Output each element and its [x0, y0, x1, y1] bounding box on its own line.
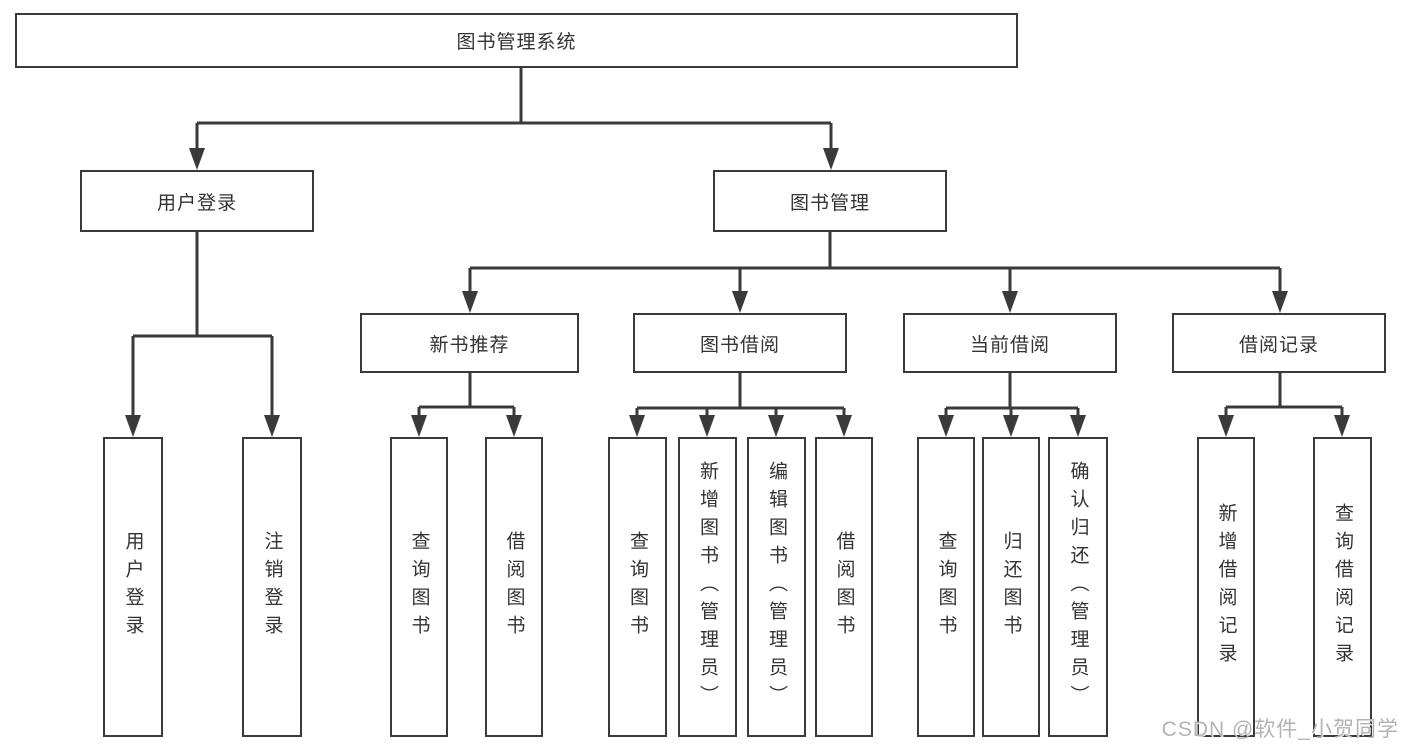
watermark: CSDN @软件_小贺同学: [1161, 718, 1399, 741]
arrowhead: [823, 148, 839, 170]
tree-edges: [131, 68, 1344, 419]
arrowhead: [768, 415, 784, 437]
leaf-recommend-borrow-books: 借阅图书: [485, 437, 543, 737]
arrowhead: [1003, 415, 1019, 437]
leaf-records-add-borrow-record: 新增借阅记录: [1197, 437, 1255, 737]
arrowhead: [264, 415, 280, 437]
node-book-management: 图书管理: [713, 170, 947, 232]
node-library-system: 图书管理系统: [15, 13, 1018, 68]
node-current-borrowing: 当前借阅: [903, 313, 1117, 373]
arrowhead: [411, 415, 427, 437]
arrowhead: [732, 291, 748, 313]
leaf-borrowing-edit-books-admin: 编辑图书（管理员）: [747, 437, 806, 737]
node-user-login: 用户登录: [80, 170, 314, 232]
node-new-book-recommend: 新书推荐: [360, 313, 579, 373]
leaf-user-login: 用户登录: [103, 437, 163, 737]
leaf-current-return-books: 归还图书: [982, 437, 1040, 737]
node-book-borrowing: 图书借阅: [633, 313, 847, 373]
arrowhead: [462, 291, 478, 313]
leaf-borrowing-borrow-books: 借阅图书: [815, 437, 873, 737]
arrowhead: [189, 148, 205, 170]
arrowhead: [836, 415, 852, 437]
leaf-records-query-borrow-record: 查询借阅记录: [1313, 437, 1372, 737]
arrowhead: [1002, 291, 1018, 313]
arrowhead: [938, 415, 954, 437]
arrowhead: [1272, 291, 1288, 313]
leaf-current-query-books: 查询图书: [917, 437, 975, 737]
arrowhead: [1218, 415, 1234, 437]
leaf-current-confirm-return-admin: 确认归还（管理员）: [1048, 437, 1108, 737]
leaf-borrowing-add-books-admin: 新增图书（管理员）: [678, 437, 737, 737]
arrowhead: [125, 415, 141, 437]
arrowhead: [629, 415, 645, 437]
arrowhead: [1334, 415, 1350, 437]
leaf-borrowing-query-books: 查询图书: [608, 437, 667, 737]
node-borrow-records: 借阅记录: [1172, 313, 1386, 373]
arrowhead: [506, 415, 522, 437]
arrowhead: [699, 415, 715, 437]
arrowhead: [1070, 415, 1086, 437]
leaf-recommend-query-books: 查询图书: [390, 437, 448, 737]
leaf-logout: 注销登录: [242, 437, 302, 737]
